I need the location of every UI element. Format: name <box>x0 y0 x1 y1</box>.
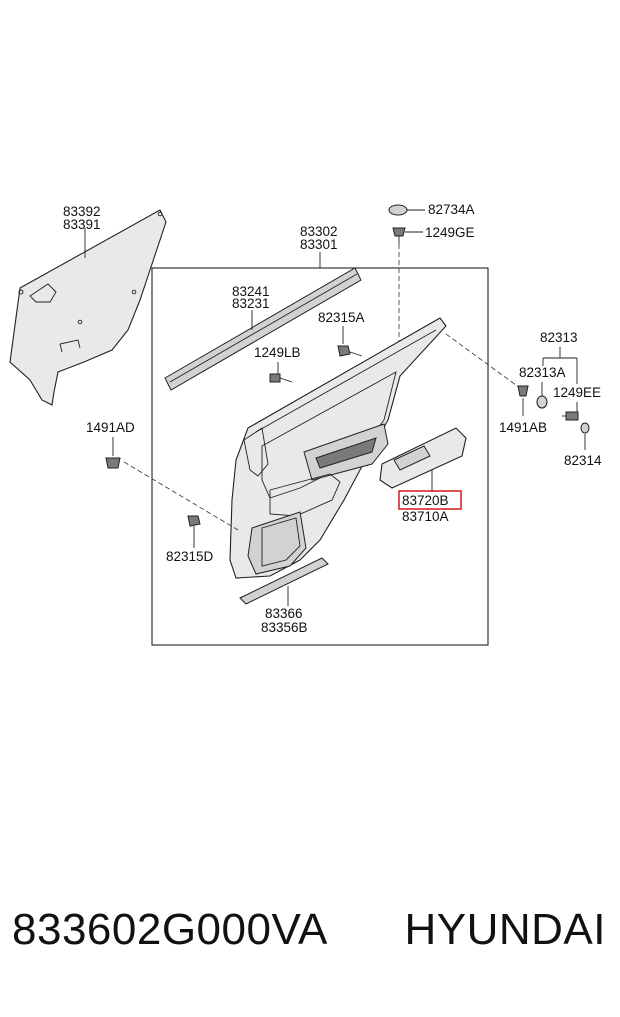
screw-1249EE <box>562 411 579 421</box>
label-83720B: 83720B <box>402 493 449 508</box>
label-1249LB: 1249LB <box>254 345 301 360</box>
label-83710A: 83710A <box>402 509 449 524</box>
label-82734A: 82734A <box>428 202 475 217</box>
label-83366: 83366 <box>265 606 303 621</box>
lower-trim-strip <box>239 557 329 605</box>
label-83302: 83302 <box>300 224 338 239</box>
label-1249EE: 1249EE <box>553 385 601 400</box>
label-1249GE: 1249GE <box>425 225 475 240</box>
clip-1491AD <box>105 457 121 469</box>
label-82315A: 82315A <box>318 310 365 325</box>
label-1491AD: 1491AD <box>86 420 135 435</box>
highlight-box-83720B <box>398 490 462 510</box>
cap-82314 <box>580 422 590 434</box>
label-82313: 82313 <box>540 330 578 345</box>
label-83241: 83241 <box>232 284 270 299</box>
label-82313A: 82313A <box>519 365 566 380</box>
weatherstrip <box>164 267 362 391</box>
label-83356B: 83356B <box>261 620 308 635</box>
label-83231: 83231 <box>232 296 270 311</box>
label-1491AB: 1491AB <box>499 420 547 435</box>
clip-1491AB <box>517 385 529 397</box>
part-number: 833602G000VA <box>12 905 328 954</box>
label-82315D: 82315D <box>166 549 214 564</box>
door-seal-panel <box>9 209 167 406</box>
grommet-82313A <box>536 395 548 409</box>
screw-1249GE <box>392 227 423 244</box>
screw-1249LB <box>269 373 293 383</box>
label-83391: 83391 <box>63 217 101 232</box>
door-trim-panel <box>229 317 447 579</box>
label-83392: 83392 <box>63 204 101 219</box>
guide-1491AD <box>123 461 239 531</box>
cap-82734A <box>388 204 425 216</box>
footer: 833602G000VA HYUNDAI <box>0 905 620 975</box>
parts-diagram: 83392 83391 83302 83301 82734A 1249GE 83… <box>9 202 602 646</box>
leader-82313 <box>542 347 578 384</box>
clip-82315D <box>187 515 201 527</box>
clip-82315A <box>337 345 351 357</box>
switch-bezel <box>379 427 467 489</box>
brand-name: HYUNDAI <box>404 905 606 954</box>
label-82314: 82314 <box>564 453 602 468</box>
label-83301: 83301 <box>300 237 338 252</box>
guide-1491AB <box>445 333 521 389</box>
